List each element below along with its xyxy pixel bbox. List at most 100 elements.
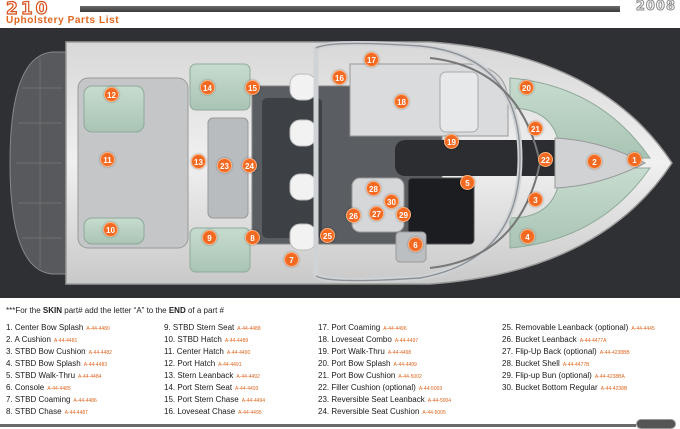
part-number: A-44-4488	[237, 326, 261, 332]
callout-7: 7	[284, 252, 299, 267]
part-number: A-44-4238BB	[599, 350, 630, 356]
brand-logo	[636, 419, 676, 429]
list-item: 22. Filler Cushion (optional)A-44-5003	[318, 382, 451, 394]
parts-list-column-4: 25. Removable Leanback (optional)A-44-44…	[502, 322, 655, 394]
callout-21: 21	[528, 121, 543, 136]
list-item: 25. Removable Leanback (optional)A-44-44…	[502, 322, 655, 334]
part-number: A-44-4490	[226, 350, 251, 356]
note-to-the: to the	[146, 306, 167, 315]
part-label: 6. Console	[6, 383, 45, 392]
note-skin: SKIN	[42, 306, 63, 315]
callout-11: 11	[100, 152, 115, 167]
part-label: 11. Center Hatch	[164, 347, 224, 356]
part-label: 20. Port Bow Splash	[318, 359, 391, 368]
part-label: 26. Bucket Leanback	[502, 335, 577, 344]
part-number: A-44-5003	[418, 386, 443, 392]
part-label: 15. Port Stern Chase	[164, 395, 239, 404]
model-year: 2008	[635, 0, 676, 15]
callout-15: 15	[245, 80, 260, 95]
part-number: A-44-5005	[422, 410, 446, 416]
callout-14: 14	[200, 80, 215, 95]
part-number: A-44-4489	[224, 338, 249, 344]
skin-note: ***For the SKIN part# add the letter “A”…	[6, 306, 224, 315]
list-item: 29. Flip-up Bun (optional)A-44-4238BA	[502, 370, 655, 382]
part-number: A-44-4499	[393, 362, 417, 368]
part-label: 21. Port Bow Cushion	[318, 371, 396, 380]
part-label: 14. Port Stern Seat	[164, 383, 233, 392]
part-label: 19. Port Walk-Thru	[318, 347, 385, 356]
part-label: 4. STBD Bow Splash	[6, 359, 81, 368]
callout-9: 9	[202, 230, 217, 245]
part-number: A-44-5004	[427, 398, 452, 404]
callout-23: 23	[217, 158, 232, 173]
header-bar	[80, 6, 620, 12]
callout-24: 24	[242, 158, 257, 173]
callout-8: 8	[245, 230, 260, 245]
part-label: 3. STBD Bow Cushion	[6, 347, 86, 356]
part-number: A-44-4485	[47, 386, 71, 392]
part-number: A-44-4238B	[600, 386, 628, 392]
part-label: 5. STBD Walk-Thru	[6, 371, 76, 380]
note-middle: part# add the letter	[64, 306, 132, 315]
callout-19: 19	[444, 134, 459, 149]
part-label: 22. Filler Cushion (optional)	[318, 383, 416, 392]
part-label: 12. Port Hatch	[164, 359, 216, 368]
part-label: 24. Reversible Seat Cushion	[318, 407, 420, 416]
callout-17: 17	[364, 52, 379, 67]
part-label: 8. STBD Chase	[6, 407, 62, 416]
note-suffix: of a part #	[187, 306, 224, 315]
part-label: 7. STBD Coaming	[6, 395, 71, 404]
note-letter: “A”	[133, 306, 145, 315]
part-number: A-44-4481	[53, 338, 78, 344]
callout-18: 18	[394, 94, 409, 109]
part-number: A-44-4493	[235, 386, 259, 392]
part-number: A-44-4445	[631, 326, 655, 332]
part-number: A-44-4480	[86, 326, 110, 332]
part-label: 23. Reversible Seat Leanback	[318, 395, 425, 404]
model-title: 210	[5, 0, 51, 20]
callout-3: 3	[528, 192, 543, 207]
part-label: 27. Flip-Up Back (optional)	[502, 347, 597, 356]
part-label: 28. Bucket Shell	[502, 359, 560, 368]
footer-bar	[0, 424, 636, 427]
part-number: A-44-4498	[387, 350, 412, 356]
part-number: A-44-4496	[383, 326, 407, 332]
callout-27: 27	[369, 206, 384, 221]
note-end: END	[168, 306, 186, 315]
part-label: 30. Bucket Bottom Regular	[502, 383, 598, 392]
callout-22: 22	[538, 152, 553, 167]
list-item: 27. Flip-Up Back (optional)A-44-4238BB	[502, 346, 655, 358]
callout-28: 28	[366, 181, 381, 196]
part-label: 17. Port Coaming	[318, 323, 381, 332]
part-label: 2. A Cushion	[6, 335, 51, 344]
part-number: A-44-5002	[398, 374, 422, 380]
callout-26: 26	[346, 208, 361, 223]
callout-1: 1	[627, 152, 642, 167]
callout-20: 20	[519, 80, 534, 95]
part-label: 10. STBD Hatch	[164, 335, 222, 344]
part-number: A-44-4492	[236, 374, 260, 380]
part-number: A-44-4482	[88, 350, 112, 356]
part-label: 18. Loveseat Combo	[318, 335, 392, 344]
callout-30: 30	[384, 194, 399, 209]
